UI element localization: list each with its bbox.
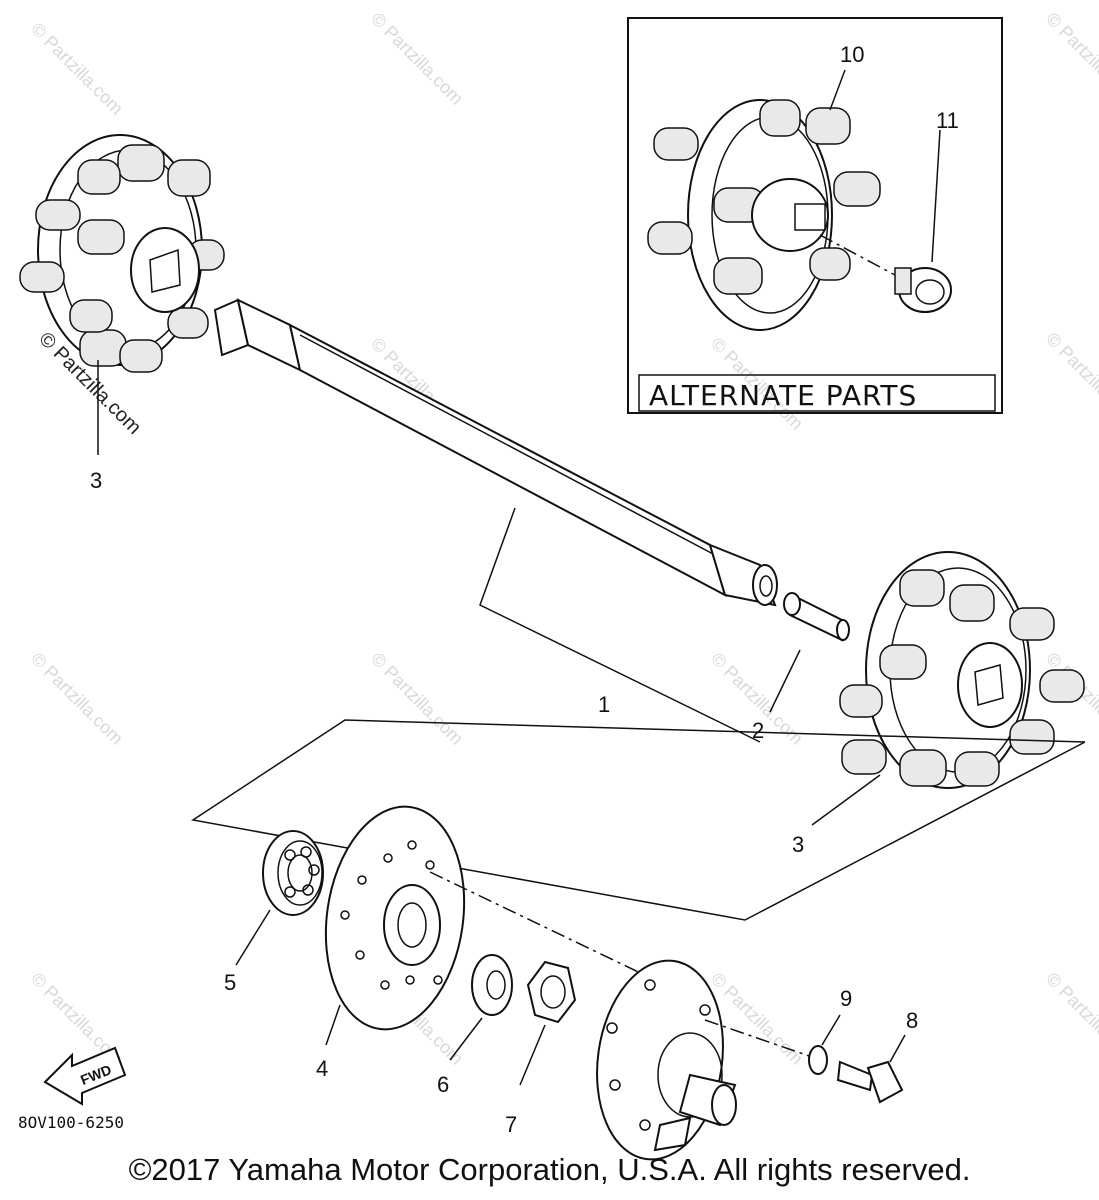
- alternate-parts-inset: ALTERNATE PARTS 10 11: [627, 17, 1003, 414]
- watermark: © Partzilla.com: [1042, 969, 1099, 1069]
- callout-2: 2: [752, 718, 764, 743]
- sprocket-left: [19, 134, 225, 373]
- alternate-clip-11: [894, 267, 952, 313]
- nut: [526, 960, 577, 1024]
- sprocket-right: [839, 551, 1085, 789]
- callout-11: 11: [936, 108, 959, 133]
- bearing: [262, 830, 324, 916]
- callout-3-right: 3: [792, 832, 804, 857]
- watermark: © Partzilla.com: [27, 19, 127, 119]
- callout-8: 8: [906, 1008, 918, 1033]
- callout-3-left: 3: [90, 468, 102, 493]
- fwd-arrow: FWD: [43, 1046, 127, 1106]
- watermark: © Partzilla.com: [27, 649, 127, 749]
- watermark: © Partzilla.com: [1042, 329, 1099, 429]
- callout-7: 7: [505, 1112, 517, 1137]
- washer: [471, 954, 513, 1016]
- callout-9: 9: [840, 986, 852, 1011]
- part-code: 8OV100-6250: [18, 1113, 124, 1132]
- inset-title: ALTERNATE PARTS: [649, 379, 917, 412]
- watermark: © Partzilla.com: [1042, 9, 1099, 109]
- bolt: [836, 1060, 904, 1104]
- callout-4: 4: [316, 1056, 328, 1081]
- watermark: © Partzilla.com: [367, 649, 467, 749]
- watermark: © Partzilla.com: [367, 9, 467, 109]
- pin: [783, 592, 850, 642]
- callout-5: 5: [224, 970, 236, 995]
- lock-washer: [808, 1045, 828, 1075]
- flange-plate: [324, 805, 466, 1031]
- callout-6: 6: [437, 1072, 449, 1097]
- alternate-sprocket-10: [647, 99, 881, 331]
- hub-flange: [596, 959, 737, 1161]
- callout-1: 1: [598, 692, 610, 717]
- callout-10: 10: [840, 42, 864, 67]
- shaft: [213, 298, 778, 607]
- copyright-notice: ©2017 Yamaha Motor Corporation, U.S.A. A…: [128, 1152, 971, 1187]
